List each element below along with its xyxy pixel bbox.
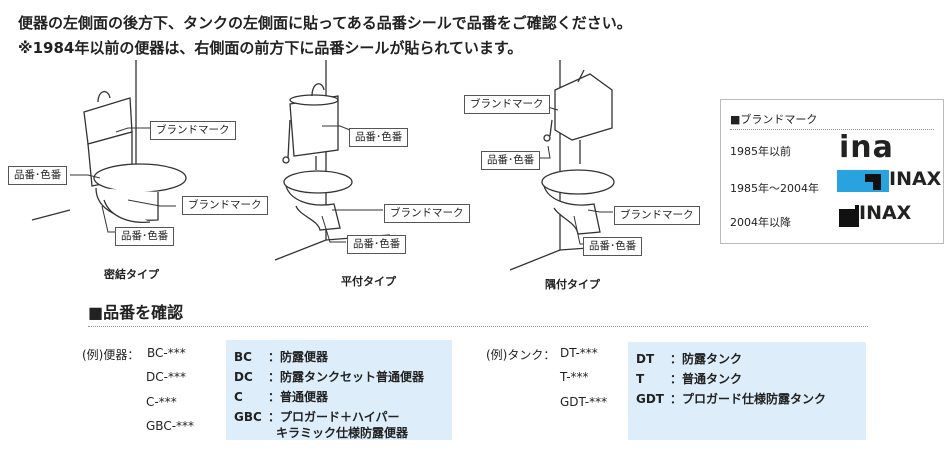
inax-black-mark-icon [839, 205, 859, 227]
tank-def-1: DT：防露タンク [636, 352, 743, 366]
toilet-definitions-box: BC：防露便器 DC：防露タンクセット普通便器 C：普通便器 GBC：プロガード… [226, 340, 452, 440]
legend-period-3: 2004年以降 [730, 216, 791, 229]
close-coupled-toilet-illustration [31, 60, 187, 224]
d1-bowl-brand-label: ブランドマーク [182, 196, 268, 215]
tank-code-3: GDT-*** [560, 395, 608, 409]
tank-def-3: GDT：プロガード仕様防露タンク [636, 392, 827, 406]
d2-bottom-code-label: 品番･色番 [347, 235, 407, 254]
ina-logo: ina [839, 130, 894, 165]
toilet-code-2: DC-*** [146, 370, 186, 384]
legend-divider [730, 129, 934, 130]
inax-logo-2004: INAX [859, 202, 912, 224]
toilet-code-1: BC-*** [147, 346, 186, 360]
intro-line-1: 便器の左側面の後方下、タンクの左側面に貼ってある品番シールで品番をご確認ください… [18, 14, 632, 32]
toilet-def-3: C：普通便器 [234, 390, 329, 404]
toilet-def-4: GBC：プロガード＋ハイパー [234, 410, 400, 424]
corner-toilet-illustration [509, 60, 631, 271]
section-divider [88, 326, 868, 327]
d1-caption: 密結タイプ [104, 268, 159, 281]
inax-logo-1985: INAX [889, 168, 942, 190]
d2-bowl-brand-label: ブランドマーク [384, 204, 470, 223]
d1-tank-brand-label: ブランドマーク [150, 121, 236, 140]
brand-mark-legend: ■ブランドマーク 1985年以前 ina 1985年〜2004年 INAX 20… [720, 99, 944, 244]
flat-mount-toilet-illustration [274, 60, 391, 261]
tank-code-2: T-*** [560, 370, 589, 384]
toilet-code-3: C-*** [146, 395, 177, 409]
toilet-def-2: DC：防露タンクセット普通便器 [234, 370, 425, 384]
tank-def-2: T：普通タンク [636, 372, 743, 386]
tank-code-1: DT-*** [560, 346, 598, 360]
legend-period-2: 1985年〜2004年 [730, 182, 819, 195]
tank-definitions-box: DT：防露タンク T：普通タンク GDT：プロガード仕様防露タンク [628, 342, 866, 440]
toilet-example-prefix: (例)便器： [82, 348, 140, 362]
toilet-code-4: GBC-*** [146, 419, 195, 433]
d3-bowl-brand-label: ブランドマーク [614, 206, 700, 225]
intro-line-2: ※1984年以前の便器は、右側面の前方下に品番シールが貼られています。 [18, 39, 523, 57]
d3-caption: 隅付タイプ [545, 278, 600, 291]
legend-period-1: 1985年以前 [730, 145, 791, 158]
d1-bottom-code-label: 品番･色番 [115, 227, 175, 246]
d1-left-code-label: 品番･色番 [8, 166, 68, 185]
toilet-def-4-line2: キラミック仕様防露便器 [276, 426, 409, 440]
inax-blue-mark-icon [837, 170, 889, 192]
section-title: ■品番を確認 [88, 303, 184, 322]
d2-caption: 平付タイプ [341, 275, 396, 288]
toilet-def-1: BC：防露便器 [234, 350, 329, 364]
d3-left-code-label: 品番･色番 [481, 151, 541, 170]
d2-tank-code-label: 品番･色番 [349, 128, 409, 147]
tank-example-prefix: (例)タンク： [486, 348, 556, 362]
toilet-illustrations [31, 60, 631, 271]
d3-tank-brand-label: ブランドマーク [464, 95, 550, 114]
d3-bottom-code-label: 品番･色番 [583, 237, 643, 256]
legend-title: ■ブランドマーク [730, 113, 818, 126]
